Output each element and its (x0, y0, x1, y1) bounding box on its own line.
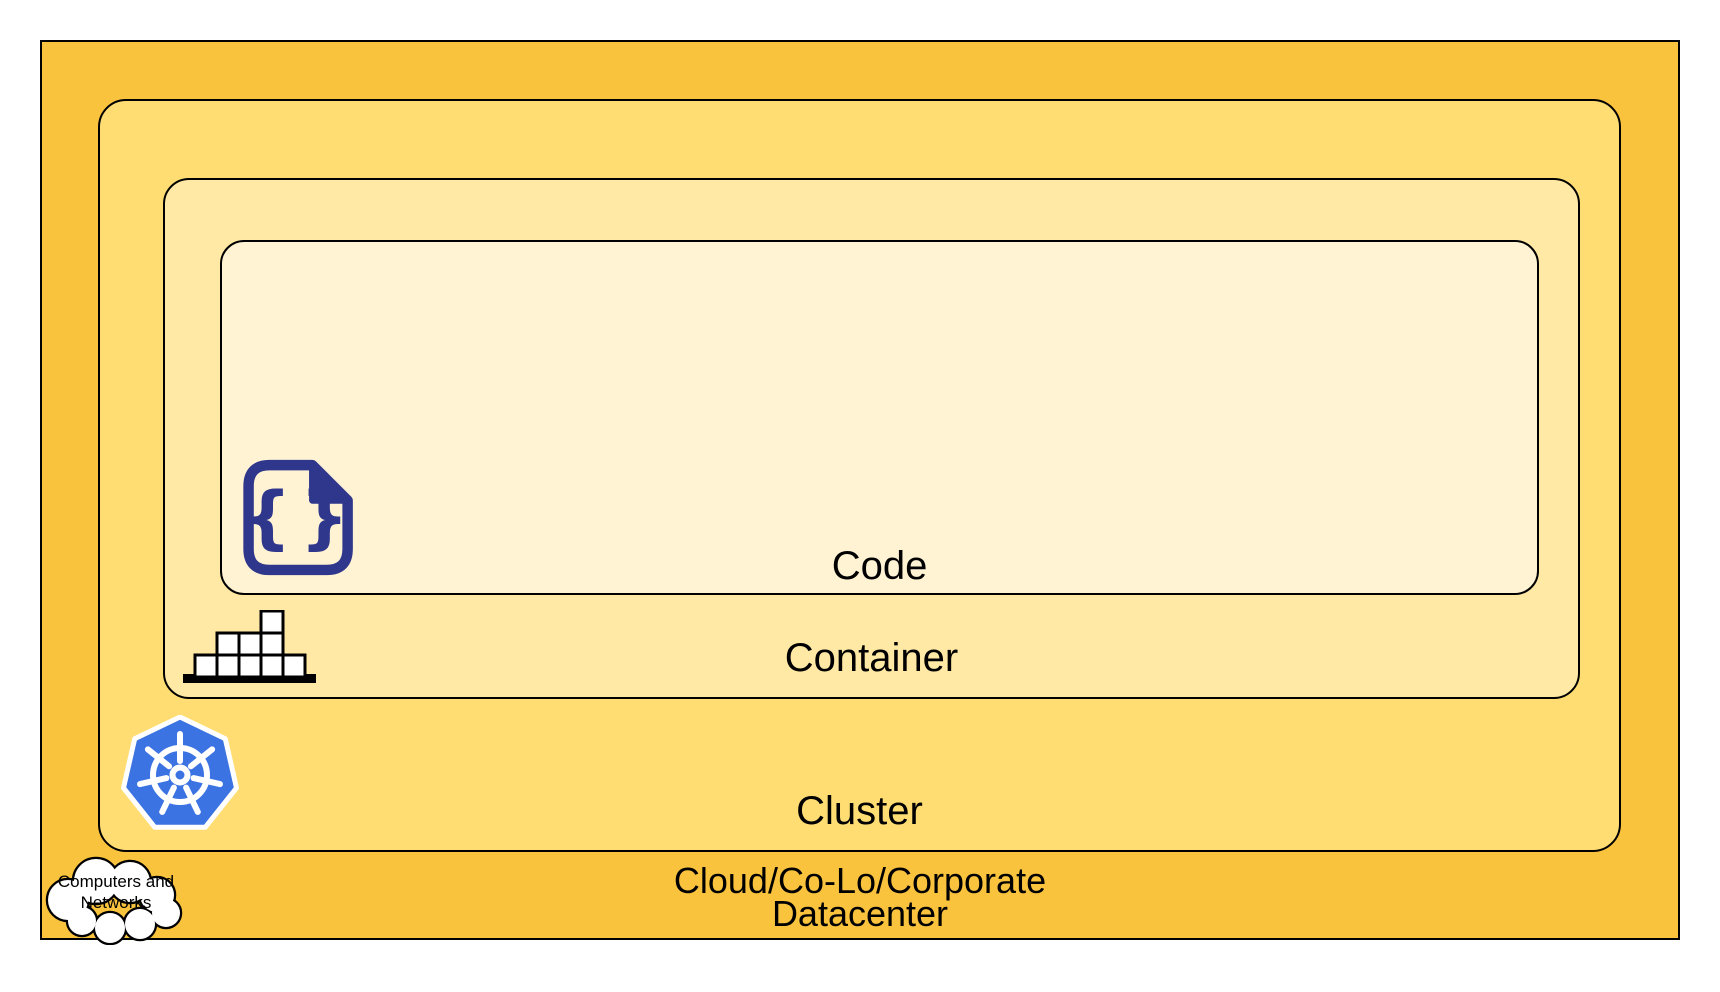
container-stack-icon (183, 610, 316, 683)
datacenter-label: Cloud/Co-Lo/Corporate Datacenter (42, 860, 1678, 934)
code-label: Code (831, 544, 928, 588)
container-label: Container (784, 636, 959, 680)
cluster-label: Cluster (796, 789, 923, 833)
cloud-label-line2: Networks (81, 893, 152, 912)
code-file-icon: {} (243, 459, 358, 576)
curly-braces-glyph: {} (243, 477, 358, 557)
container-layer-box: {} Code (163, 178, 1580, 699)
cluster-layer-box: {} Code (98, 99, 1621, 852)
datacenter-label-line1: Cloud/Co-Lo/Corporate (673, 860, 1047, 901)
code-layer-box: {} Code (220, 240, 1539, 595)
cloud-icon: Computers and Networks (45, 856, 183, 945)
cloud-label-line1: Computers and (58, 872, 174, 891)
datacenter-label-line2: Datacenter (771, 893, 949, 934)
datacenter-layer-box: {} Code (40, 40, 1680, 945)
kubernetes-icon (121, 715, 239, 830)
